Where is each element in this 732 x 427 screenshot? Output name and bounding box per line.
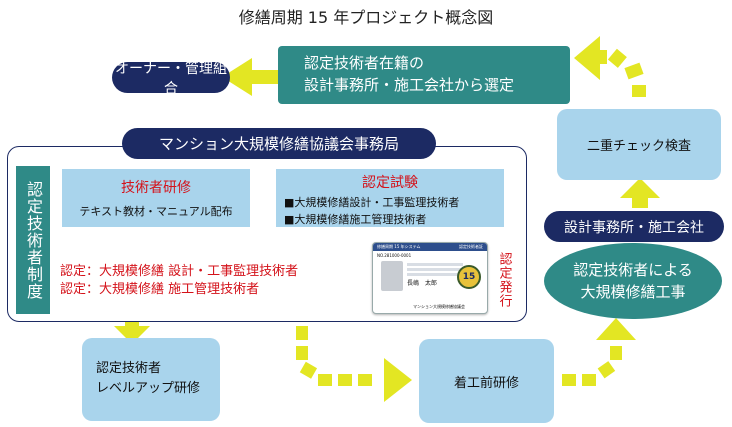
arrow-to-pre-training	[296, 326, 412, 402]
levelup-line-2: レベルアップ研修	[96, 381, 201, 396]
training-box: 技術者研修 テキスト教材・マニュアル配布	[62, 169, 250, 227]
selection-line-1: 認定技術者在籍の	[304, 54, 425, 72]
owner-box: オーナー・管理組合	[112, 61, 230, 97]
arrow-to-construction	[562, 318, 636, 386]
training-subtext: テキスト教材・マニュアル配布	[79, 205, 233, 218]
exam-box: 認定試験 ■大規模修繕設計・工事監理技術者 ■大規模修繕施工管理技術者	[276, 169, 504, 227]
exam-item: ■大規模修繕設計・工事監理技術者	[284, 196, 460, 209]
card-badge: 15	[457, 265, 481, 289]
issue-label-box: 認定発行	[492, 244, 516, 316]
card-number: NO.281000-0001	[377, 253, 412, 258]
card-header-right: 認定技術者証	[459, 244, 483, 249]
arrow-to-owner	[222, 58, 280, 96]
double-check-box: 二重チェック検査	[557, 109, 721, 180]
system-label: 認定技術者制度	[24, 180, 43, 300]
certificate-card: 修繕周期 15 年システム 認定技術者証 NO.281000-0001 長嶋 太…	[372, 242, 488, 314]
card-name: 長嶋 太郎	[407, 280, 438, 287]
page-title: 修繕周期 15 年プロジェクト概念図	[238, 8, 494, 27]
system-label-box: 認定技術者制度	[16, 166, 50, 314]
pre-training-box: 着工前研修	[419, 339, 554, 423]
levelup-line-1: 認定技術者	[96, 361, 162, 376]
card-photo	[381, 261, 403, 291]
selection-line-2: 設計事務所・施工会社から選定	[304, 76, 515, 94]
firms-box: 設計事務所・施工会社	[544, 211, 724, 242]
arrow-check-to-selection	[574, 36, 646, 97]
construction-oval: 認定技術者による 大規模修繕工事	[544, 243, 722, 319]
construction-line-2: 大規模修繕工事	[580, 283, 686, 301]
exam-item: ■大規模修繕施工管理技術者	[284, 213, 427, 226]
training-heading: 技術者研修	[121, 180, 191, 196]
issue-label: 認定発行	[496, 252, 512, 308]
card-header-left: 修繕周期 15 年システム	[377, 244, 421, 249]
certification-line: 認定：大規模修繕 設計・工事監理技術者	[60, 264, 299, 279]
selection-box: 認定技術者在籍の 設計事務所・施工会社から選定	[278, 46, 570, 104]
arrow-firms-to-check	[620, 178, 660, 208]
card-footer: マンション大規模修繕協議会	[413, 304, 465, 309]
construction-line-1: 認定技術者による	[573, 261, 693, 279]
council-box: マンション大規模修繕協議会事務局	[122, 128, 436, 159]
levelup-box: 認定技術者 レベルアップ研修	[82, 338, 220, 421]
exam-heading: 認定試験	[362, 175, 418, 191]
arrow-to-levelup	[114, 322, 150, 344]
certification-line: 認定：大規模修繕 施工管理技術者	[60, 282, 260, 297]
